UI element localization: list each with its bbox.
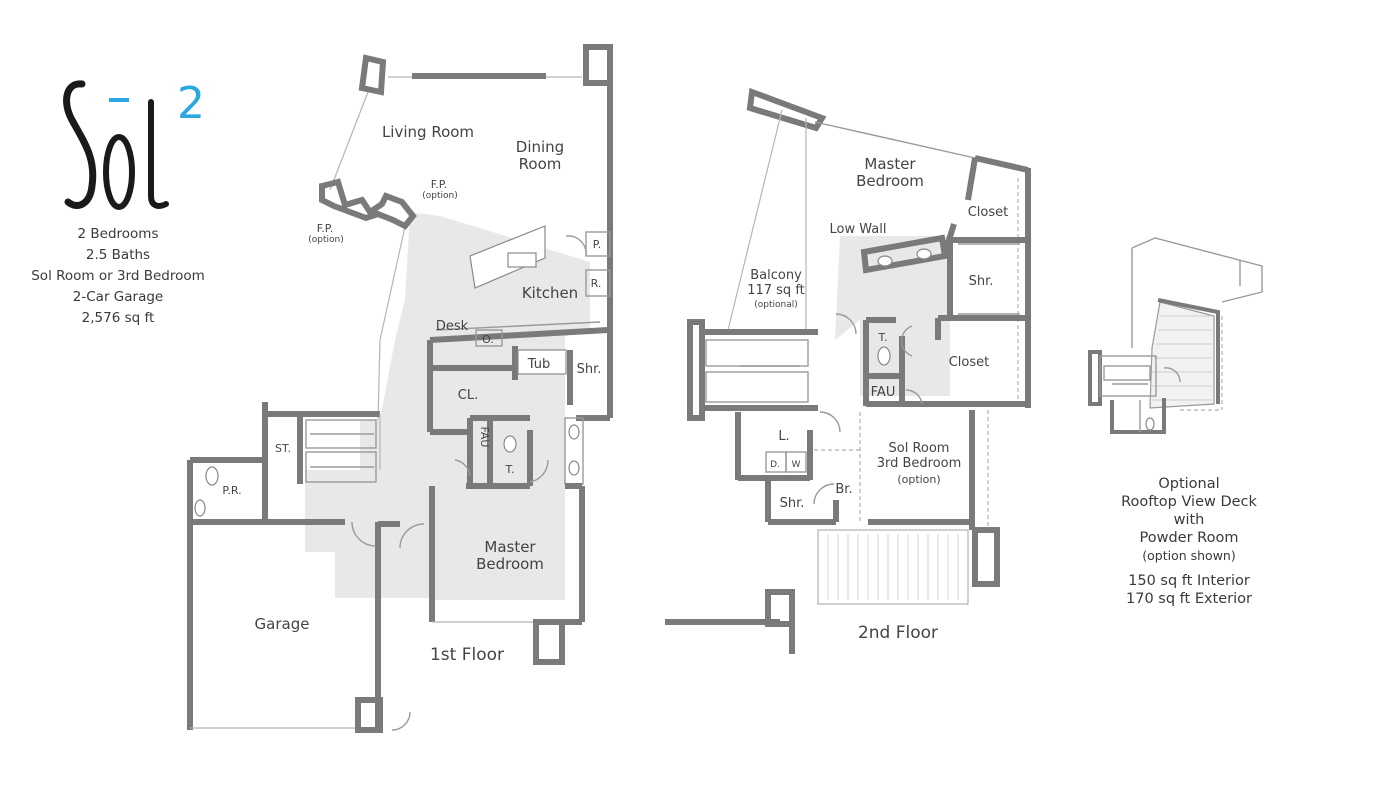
master-bedroom-label-2f-2: Bedroom <box>856 172 924 190</box>
rooftop-exterior-area: 170 sq ft Exterior <box>1126 591 1252 607</box>
sol2-logo <box>63 80 169 210</box>
master-bedroom-label-1f-1: Master <box>484 538 536 556</box>
closet-label-2f: Closet <box>949 355 990 370</box>
summary-area: 2,576 sq ft <box>82 310 155 326</box>
shower-label-2f-top: Shr. <box>969 274 994 289</box>
fireplace-option-label-1: (option) <box>422 191 457 201</box>
kitchen-label: Kitchen <box>522 284 578 302</box>
fireplace-option-label-2: (option) <box>308 235 343 245</box>
rooftop-interior-area: 150 sq ft Interior <box>1128 573 1250 589</box>
toilet-label-2f: T. <box>878 331 888 344</box>
fireplace-label-2: F.P. <box>317 222 333 235</box>
closet-label-2f-top: Closet <box>968 205 1009 220</box>
summary-sol-room: Sol Room or 3rd Bedroom <box>31 268 205 284</box>
logo-superscript: 2 <box>177 78 205 129</box>
laundry-label: L. <box>778 429 789 444</box>
rooftop-label-with: with <box>1174 512 1205 528</box>
rooftop-label-powder-room: Powder Room <box>1140 530 1239 546</box>
rooftop-option-note: (option shown) <box>1142 548 1235 563</box>
sol-room-label: Sol Room <box>889 441 950 456</box>
shower-label-2f: Shr. <box>780 496 805 511</box>
storage-label: ST. <box>275 442 291 455</box>
rooftop-label-deck: Rooftop View Deck <box>1121 494 1257 510</box>
powder-room-label: P.R. <box>222 484 241 497</box>
desk-label: Desk <box>436 319 469 334</box>
washer-label: W <box>792 460 801 470</box>
home-summary: 2 Bedrooms 2.5 Baths Sol Room or 3rd Bed… <box>31 226 205 326</box>
low-wall-label: Low Wall <box>830 222 887 237</box>
tub-label: Tub <box>527 357 550 372</box>
summary-bedrooms: 2 Bedrooms <box>78 226 159 242</box>
garage-label: Garage <box>255 615 310 633</box>
fireplace-label-1: F.P. <box>431 178 447 191</box>
fridge-label: R. <box>591 277 602 290</box>
balcony-area-label: 117 sq ft <box>747 283 805 298</box>
rooftop-plan <box>1088 237 1263 434</box>
master-bedroom-label-1f-2: Bedroom <box>476 555 544 573</box>
master-bedroom-label-2f-1: Master <box>864 155 916 173</box>
oven-label: O. <box>482 333 494 346</box>
balcony-label: Balcony <box>750 268 802 283</box>
second-floor-title: 2nd Floor <box>858 623 938 643</box>
summary-baths: 2.5 Baths <box>86 247 150 263</box>
pantry-label: P. <box>593 238 601 251</box>
rooftop-label-optional: Optional <box>1158 476 1219 492</box>
second-floor-plan <box>665 87 1031 654</box>
dining-room-label-1: Dining <box>516 138 564 156</box>
dining-room-label-2: Room <box>519 155 562 173</box>
sol-room-option-label: (option) <box>897 473 940 486</box>
third-bedroom-label: 3rd Bedroom <box>877 456 962 471</box>
first-floor-plan <box>187 44 613 733</box>
fau-label-2f: FAU <box>871 385 896 400</box>
dryer-label: D. <box>770 460 780 470</box>
closet-label-1f: CL. <box>458 388 478 403</box>
fau-label-1f: FAU <box>478 427 491 448</box>
shower-label-1f: Shr. <box>577 362 602 377</box>
bath-label-2f: Br. <box>835 482 852 497</box>
living-room-label: Living Room <box>382 123 474 141</box>
summary-garage: 2-Car Garage <box>73 289 163 305</box>
toilet-label-1f: T. <box>505 463 515 476</box>
balcony-optional-label: (optional) <box>754 300 798 310</box>
first-floor-title: 1st Floor <box>430 645 504 665</box>
